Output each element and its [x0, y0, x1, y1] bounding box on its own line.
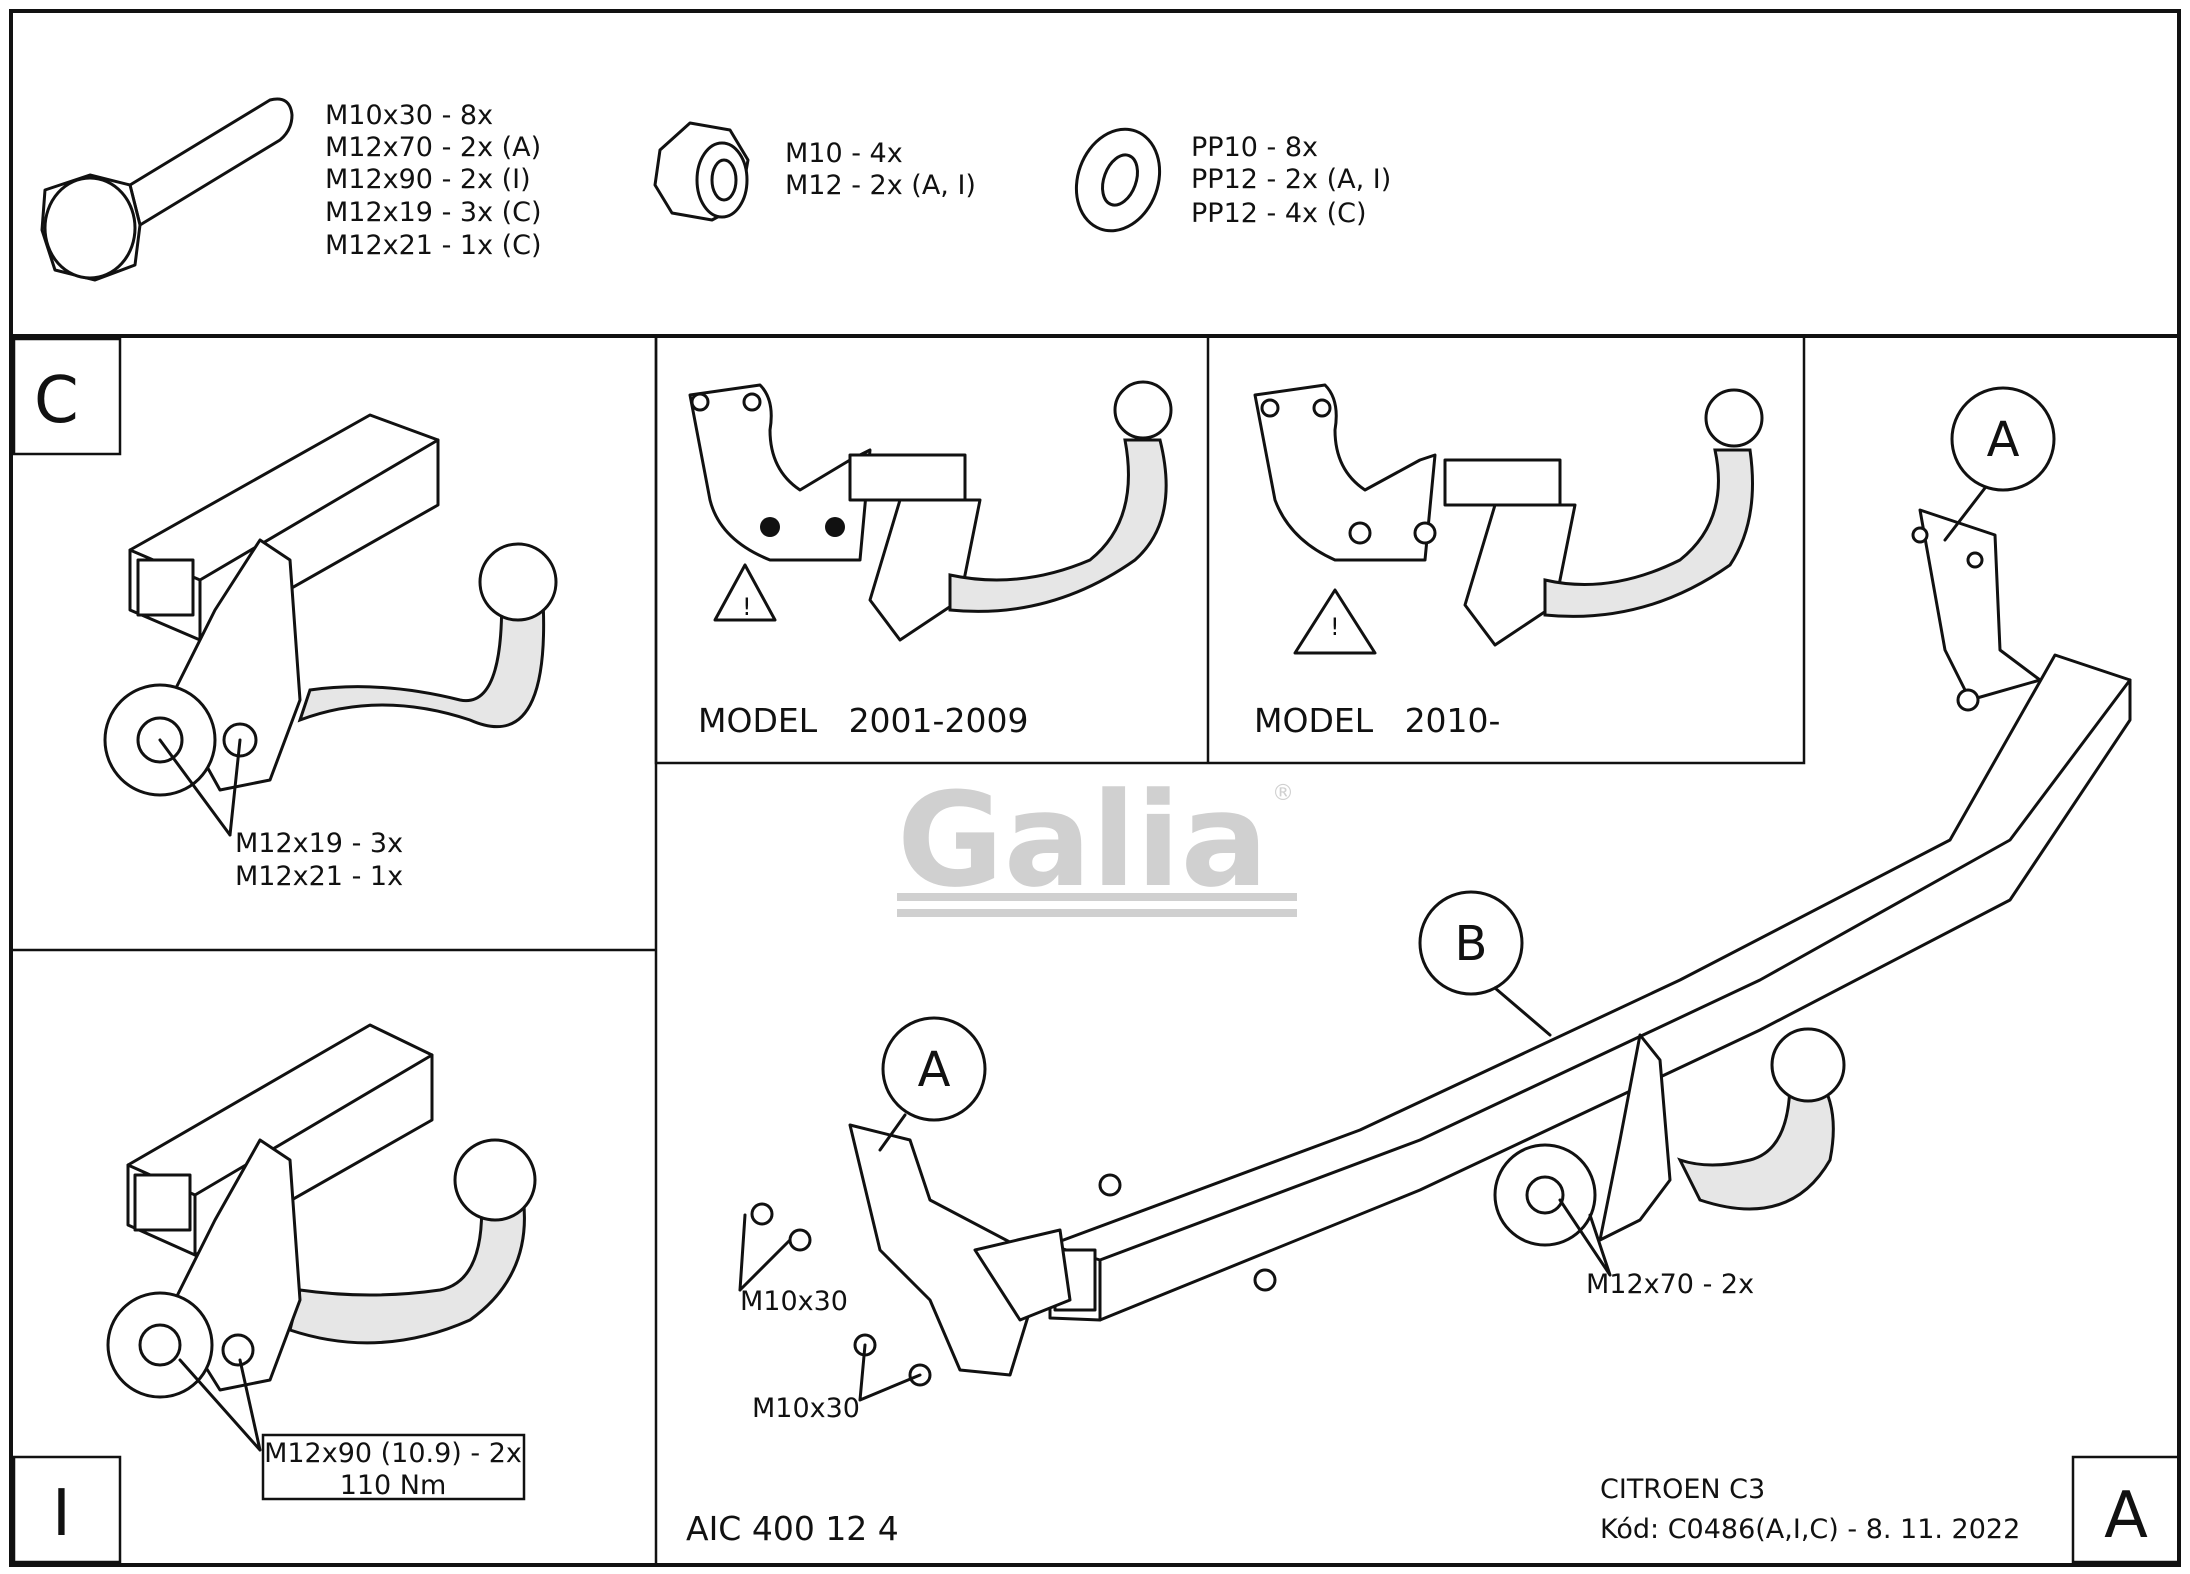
bolt-spec: M12x90 - 2x (I) — [325, 164, 531, 195]
callout: M12x70 - 2x — [1586, 1269, 1754, 1300]
leader-line — [738, 1198, 1612, 1402]
galia-watermark-logo: Galia ® — [897, 764, 1297, 917]
nut-spec: M10 - 4x — [785, 138, 903, 169]
part-label: A — [918, 1042, 951, 1098]
washer-spec: PP12 - 2x (A, I) — [1191, 164, 1391, 195]
part-a-marker — [1950, 386, 2056, 492]
panel-i-label: I — [52, 1477, 71, 1551]
warning-mark: ! — [1330, 613, 1340, 641]
corner-label: A — [2104, 1479, 2148, 1553]
corner-label-box — [2071, 1455, 2181, 1564]
vehicle-name: CITROEN C3 — [1600, 1474, 1765, 1505]
callout: M12x19 - 3x — [235, 828, 403, 859]
model-label: MODEL 2010- — [1254, 701, 1500, 740]
part-a-marker — [881, 1016, 987, 1122]
callout: M10x30 — [752, 1393, 860, 1424]
leader-line — [178, 1358, 262, 1452]
product-code: AIC 400 12 4 — [686, 1509, 899, 1548]
model-frame — [654, 334, 1806, 765]
crossbar-drawing — [750, 508, 2132, 1387]
part-label: B — [1455, 916, 1488, 972]
callout: M12x90 (10.9) - 2x — [264, 1438, 522, 1469]
watermark-registered: ® — [1272, 781, 1294, 806]
panel-c-label-box — [12, 337, 122, 456]
washer-spec: PP10 - 8x — [1191, 132, 1318, 163]
washer-spec: PP12 - 4x (C) — [1191, 198, 1367, 229]
panel-c-label: C — [34, 364, 79, 438]
panel-i-label-box — [12, 1455, 122, 1564]
nut-spec: M12 - 2x (A, I) — [785, 170, 976, 201]
bolt-spec: M12x21 - 1x (C) — [325, 230, 542, 261]
callout: 110 Nm — [340, 1470, 447, 1501]
bolt-icon — [40, 97, 294, 282]
bolt-spec: M10x30 - 8x — [325, 100, 493, 131]
leader-line — [878, 486, 1987, 1152]
towbar-variant-c-drawing — [103, 413, 558, 797]
towbar-variant-i-drawing — [106, 1023, 537, 1399]
drawing-code: Kód: C0486(A,I,C) - 8. 11. 2022 — [1600, 1514, 2020, 1545]
model-2010-drawing — [1253, 383, 1764, 655]
bolt-spec: M12x19 - 3x (C) — [325, 197, 542, 228]
callout: M10x30 — [740, 1286, 848, 1317]
model-label: MODEL 2001-2009 — [698, 701, 1028, 740]
part-b-marker — [1418, 890, 1524, 996]
torque-callout-box — [261, 1433, 526, 1501]
outer-frame — [9, 9, 2181, 1567]
part-label: A — [1987, 412, 2020, 468]
washer-icon — [1074, 127, 1162, 233]
bolt-spec: M12x70 - 2x (A) — [325, 132, 541, 163]
nut-icon — [653, 121, 750, 222]
callout: M12x21 - 1x — [235, 861, 403, 892]
warning-mark: ! — [742, 593, 752, 621]
leader-line — [158, 738, 242, 837]
model-2001-2009-drawing — [688, 380, 1173, 642]
watermark-text: Galia — [897, 764, 1268, 916]
